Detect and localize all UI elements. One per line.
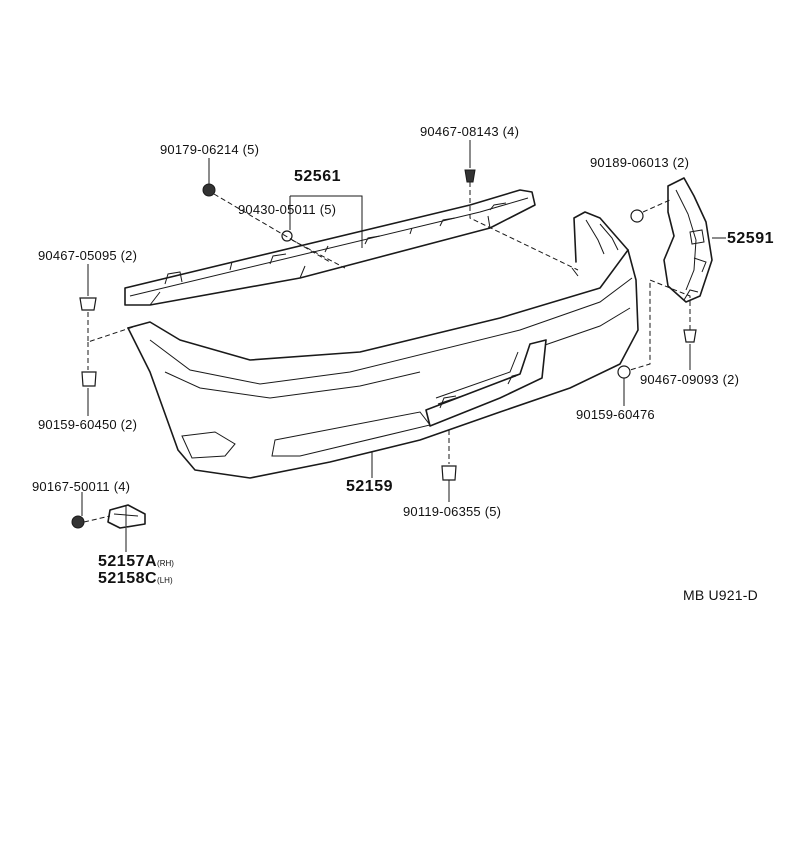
label-clip-90467-09093: 90467-09093 (2) <box>640 372 739 387</box>
part-qty: (5) <box>484 504 502 519</box>
part-number: 52591 <box>727 230 774 247</box>
part-qty: (5) <box>319 202 337 217</box>
part-number: 90159-60476 <box>576 407 655 422</box>
part-number: 90189-06013 <box>590 155 669 170</box>
label-bumper-cover-52159: 52159 <box>346 478 393 496</box>
fasteners-drawing <box>71 169 697 529</box>
part-number: 52157A <box>98 553 158 570</box>
part-number: 90467-05095 <box>38 248 117 263</box>
part-number: 90467-09093 <box>640 372 719 387</box>
part-side: (LH) <box>157 576 173 585</box>
catalog-code: MB U921-D <box>683 587 758 603</box>
part-qty: (4) <box>113 479 131 494</box>
label-screw-90167: 90167-50011 (4) <box>32 479 130 494</box>
label-bracket-52158c: 52158C(LH) <box>98 570 173 590</box>
leader-lines <box>81 140 726 552</box>
part-number: 90179-06214 <box>160 142 239 157</box>
part-side: (RH) <box>157 559 174 568</box>
part-number: 90167-50011 <box>32 479 110 494</box>
bumper-reinforcement-drawing <box>124 189 536 306</box>
assembly-lines <box>83 182 691 523</box>
part-qty: (2) <box>120 417 138 432</box>
part-qty: (2) <box>672 155 690 170</box>
label-bolt-90179: 90179-06214 (5) <box>160 142 259 157</box>
part-number: 90119-06355 <box>403 504 481 519</box>
label-bolt-90159-60450: 90159-60450 (2) <box>38 417 137 432</box>
label-nut-90430: 90430-05011 (5) <box>238 202 336 217</box>
part-number: 90467-08143 <box>420 124 499 139</box>
part-number: 52159 <box>346 478 393 495</box>
part-qty: (2) <box>722 372 740 387</box>
label-clip-90467-05095: 90467-05095 (2) <box>38 248 137 263</box>
part-qty: (4) <box>502 124 520 139</box>
label-bracket-52157a: 52157A(RH) <box>98 553 174 573</box>
part-qty: (5) <box>242 142 260 157</box>
label-retainer-52591: 52591 <box>727 230 774 248</box>
license-bracket-drawing <box>107 504 146 529</box>
bumper-cover-drawing <box>127 211 639 479</box>
label-nut-90189: 90189-06013 (2) <box>590 155 689 170</box>
label-screw-90119: 90119-06355 (5) <box>403 504 501 519</box>
part-number: 52561 <box>294 168 341 185</box>
side-retainer-drawing <box>663 177 713 303</box>
part-qty: (2) <box>120 248 138 263</box>
part-number: 52158C <box>98 570 158 587</box>
label-clip-90467-08143: 90467-08143 (4) <box>420 124 519 139</box>
label-bolt-90159-60476: 90159-60476 <box>576 407 655 422</box>
label-reinforcement-52561: 52561 <box>294 168 341 186</box>
part-number: 90430-05011 <box>238 202 316 217</box>
part-number: 90159-60450 <box>38 417 117 432</box>
